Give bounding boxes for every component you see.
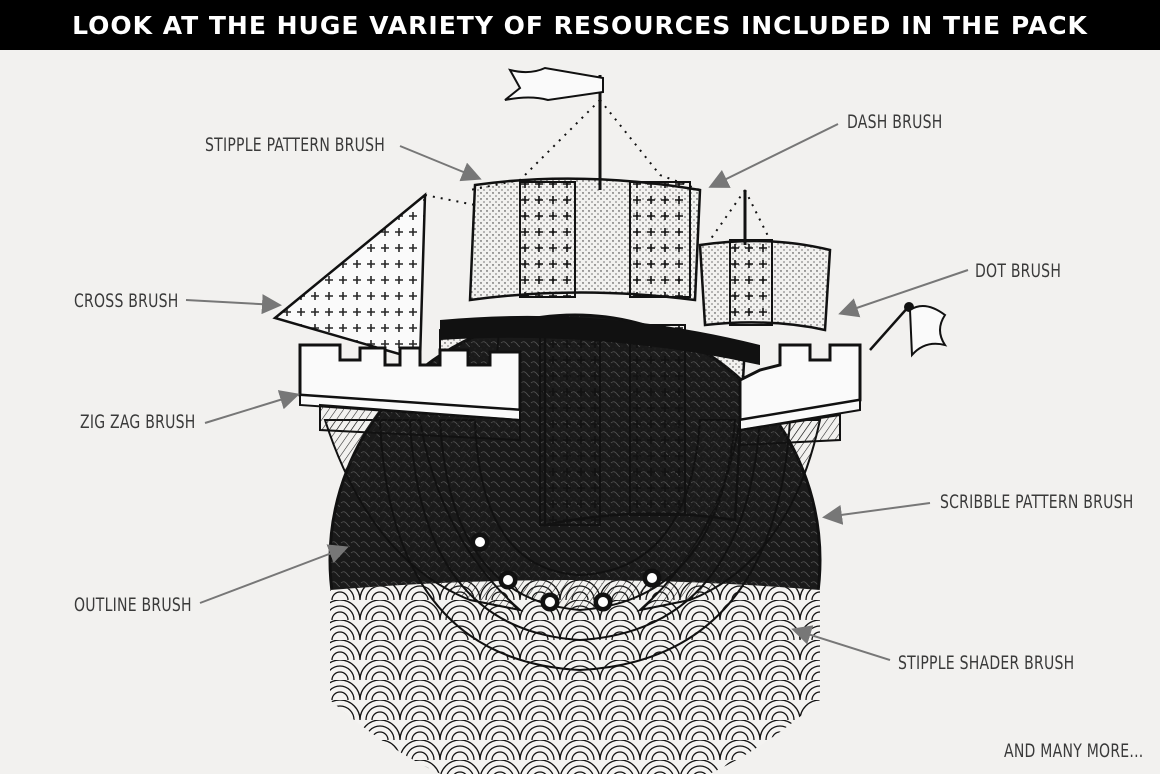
banner-title: LOOK AT THE HUGE VARIETY OF RESOURCES IN… [72, 10, 1088, 40]
label-zig-zag-brush: ZIG ZAG BRUSH [80, 411, 196, 433]
label-stipple-pattern-brush: STIPPLE PATTERN BRUSH [205, 134, 386, 156]
arrow-dot [838, 269, 969, 318]
label-scribble-pattern-brush: SCRIBBLE PATTERN BRUSH [940, 491, 1134, 513]
label-dot-brush: DOT BRUSH [975, 260, 1062, 282]
label-stipple-shader-brush: STIPPLE SHADER BRUSH [898, 652, 1075, 674]
label-dash-brush: DASH BRUSH [847, 111, 943, 133]
label-and-many-more: AND MANY MORE... [1004, 740, 1144, 762]
arrow-dash [708, 123, 839, 188]
arrow-zig-zag [204, 390, 300, 424]
arrow-outline [199, 544, 349, 604]
arrow-scribble [822, 502, 931, 525]
sea-waves [330, 580, 820, 774]
label-outline-brush: OUTLINE BRUSH [74, 594, 192, 616]
label-cross-brush: CROSS BRUSH [74, 290, 179, 312]
arrow-cross [185, 294, 282, 315]
arrow-stipple-pattern [399, 145, 482, 182]
title-banner: LOOK AT THE HUGE VARIETY OF RESOURCES IN… [0, 0, 1160, 50]
top-flag [504, 66, 604, 102]
right-flag [908, 305, 948, 358]
left-castle [298, 343, 522, 412]
arrow-stipple-shader [791, 625, 891, 661]
